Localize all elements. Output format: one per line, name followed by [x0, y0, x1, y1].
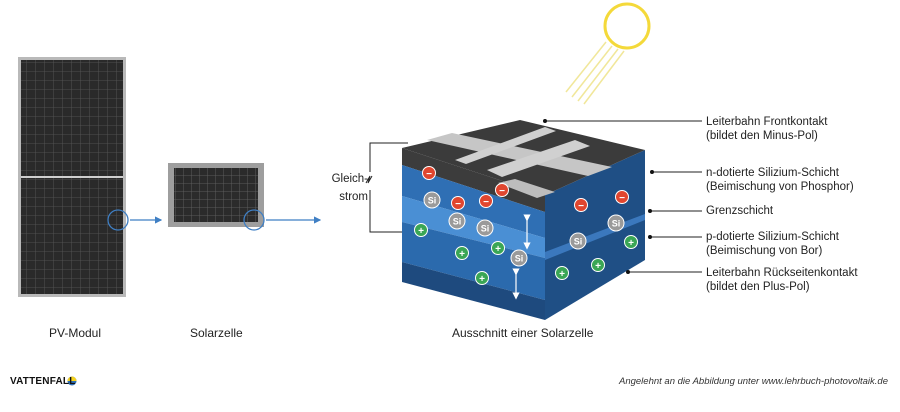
hole-particle: + — [591, 258, 605, 272]
electron-symbol: − — [483, 197, 489, 208]
hole-particle: + — [624, 235, 638, 249]
electron-particle: − — [574, 198, 588, 212]
electron-particle: − — [615, 190, 629, 204]
caption-pv-module: PV-Modul — [49, 326, 102, 340]
layer-label-back-contact: Leiterbahn Rückseitenkontakt (bildet den… — [706, 267, 858, 293]
front-contact-busbar — [427, 133, 612, 176]
hole-symbol: + — [595, 261, 601, 272]
hole-symbol: + — [559, 269, 565, 280]
electron-symbol: − — [619, 193, 625, 204]
electron-particle: − — [479, 194, 493, 208]
silicon-particle: Si — [569, 232, 587, 250]
electron-particle: − — [451, 196, 465, 210]
silicon-particle: Si — [476, 219, 494, 237]
silicon-particle: Si — [448, 212, 466, 230]
vattenfall-logo-icon — [67, 376, 77, 386]
hole-particle: + — [414, 223, 428, 237]
electron-symbol: − — [426, 169, 432, 180]
module-zoom-circle — [107, 209, 129, 231]
layer-label-front-contact: Leiterbahn Frontkontakt (bildet den Minu… — [706, 116, 828, 142]
electron-symbol: − — [499, 186, 505, 197]
caption-cutaway: Ausschnitt einer Solarzelle — [452, 326, 594, 340]
electron-symbol: − — [578, 201, 584, 212]
hole-particle: + — [491, 241, 505, 255]
hole-symbol: + — [495, 244, 501, 255]
pv-module — [18, 57, 129, 297]
silicon-symbol: Si — [428, 196, 437, 206]
electron-particle: − — [495, 183, 509, 197]
sun-icon — [565, 2, 651, 105]
layer-label-n-layer: n-dotierte Silizium-Schicht (Beimischung… — [706, 167, 854, 193]
leader-dots — [543, 119, 654, 274]
layer-label-p-layer: p-dotierte Silizium-Schicht (Beimischung… — [706, 231, 839, 257]
silicon-particle: Si — [423, 191, 441, 209]
brand-name: VATTENFALL — [10, 376, 76, 387]
solar-cell-thumbnail — [168, 163, 265, 231]
electron-particle: − — [422, 166, 436, 180]
hole-particle: + — [455, 246, 469, 260]
source-credit: Angelehnt an die Abbildung unter www.leh… — [619, 376, 888, 387]
carrier-arrows — [512, 214, 531, 300]
hole-particle: + — [555, 266, 569, 280]
silicon-symbol: Si — [612, 219, 621, 229]
cell-zoom-circle — [243, 209, 265, 231]
hole-symbol: + — [418, 226, 424, 237]
silicon-symbol: Si — [481, 224, 490, 234]
current-bracket — [365, 142, 408, 233]
layer-label-junction: Grenzschicht — [706, 205, 774, 217]
caption-solar-cell: Solarzelle — [190, 326, 243, 340]
brand-logo: VATTENFALL — [10, 376, 76, 387]
hole-symbol: + — [628, 238, 634, 249]
current-label-line1: Gleich- — [331, 173, 368, 185]
silicon-particle: Si — [607, 214, 625, 232]
hole-symbol: + — [479, 274, 485, 285]
leader-lines — [545, 120, 702, 273]
hole-particle: + — [475, 271, 489, 285]
current-label: Gleich- strom — [322, 172, 368, 204]
silicon-particle: Si — [510, 249, 528, 267]
silicon-symbol: Si — [574, 237, 583, 247]
hole-symbol: + — [459, 249, 465, 260]
silicon-symbol: Si — [453, 217, 462, 227]
current-label-line2: strom — [339, 191, 368, 203]
electron-symbol: − — [455, 199, 461, 210]
silicon-symbol: Si — [515, 254, 524, 264]
